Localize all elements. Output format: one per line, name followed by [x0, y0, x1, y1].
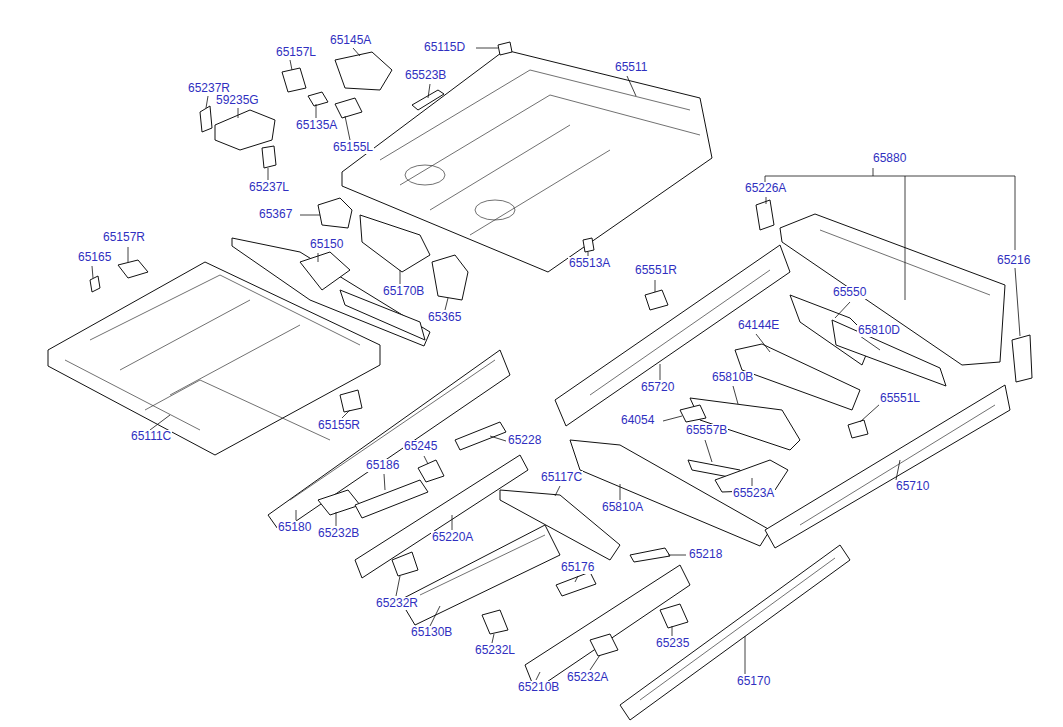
bracket-part	[262, 146, 276, 168]
bracket-part	[318, 490, 360, 515]
bracket-part	[340, 390, 362, 412]
callout-number: 65218	[688, 548, 723, 561]
callout-number: 65232A	[566, 671, 609, 684]
callout-number: 65155R	[317, 419, 361, 432]
callout-number: 65367	[258, 208, 293, 221]
callout-number: 65550	[832, 286, 867, 299]
clip-part	[90, 276, 100, 292]
bracket-part	[590, 634, 618, 656]
callout-number: 65210B	[517, 681, 560, 694]
bracket-part	[392, 552, 418, 576]
bracket-part	[318, 198, 352, 228]
crossmember-part	[300, 252, 350, 290]
callout-number: 65232L	[474, 644, 516, 657]
leader-lines	[92, 48, 1020, 680]
callout-number: 65523A	[732, 487, 775, 500]
callout-number: 65880	[872, 152, 907, 165]
callout-number: 65810A	[601, 501, 644, 514]
side-sill	[620, 545, 850, 720]
callout-number: 65232R	[375, 597, 419, 610]
member-part	[832, 320, 946, 386]
bracket-part	[680, 405, 706, 422]
bracket-part	[118, 260, 148, 278]
callout-number: 65180	[277, 521, 312, 534]
callout-number: 65155L	[332, 141, 374, 154]
side-member	[555, 245, 790, 426]
bracket-part	[432, 255, 468, 300]
callout-number: 65216	[996, 254, 1031, 267]
callout-number: 65170B	[382, 285, 425, 298]
callout-number: 65810B	[711, 371, 754, 384]
bracket-part	[1012, 335, 1032, 382]
bracket-part	[630, 548, 670, 562]
bracket-part	[756, 200, 774, 230]
callout-number: 65237L	[248, 181, 290, 194]
callout-number: 65511	[614, 61, 648, 74]
bracket-part	[335, 52, 392, 90]
callout-number: 65226A	[744, 182, 787, 195]
callout-number: 64144E	[737, 319, 780, 332]
bracket-part	[645, 290, 668, 310]
callout-number: 65111C	[130, 430, 172, 443]
callout-number: 65145A	[329, 34, 372, 47]
callout-number: 65130B	[410, 626, 453, 639]
callout-number: 65115D	[423, 41, 466, 54]
callout-number: 65232B	[317, 527, 360, 540]
floor-panel	[400, 525, 560, 625]
callout-number: 65710	[895, 480, 930, 493]
callout-number: 65720	[640, 381, 675, 394]
member-part	[455, 422, 506, 450]
bracket-part	[482, 610, 508, 634]
callout-number: 65186	[365, 459, 400, 472]
bracket-part	[215, 110, 275, 150]
callout-number: 64054	[620, 414, 655, 427]
callout-number: 65245	[403, 440, 438, 453]
bracket-part	[335, 98, 362, 118]
side-member	[765, 385, 1010, 548]
bracket-part	[282, 68, 306, 92]
callout-number: 65157R	[102, 231, 146, 244]
callout-number: 65235	[655, 637, 690, 650]
bracket-part	[498, 42, 512, 55]
callout-number: 65150	[309, 238, 344, 251]
callout-number: 65810D	[857, 324, 901, 337]
callout-number: 65365	[427, 311, 462, 324]
callout-number: 65551L	[879, 392, 921, 405]
side-member	[525, 565, 690, 690]
clip-part	[583, 238, 594, 252]
callout-number: 65157L	[275, 46, 317, 59]
bracket-part	[418, 460, 444, 482]
callout-number: 65220A	[431, 531, 474, 544]
bracket-part	[848, 420, 868, 438]
member-part	[355, 480, 428, 518]
callout-number: 65117C	[540, 471, 583, 484]
rear-crossmember	[780, 214, 1005, 365]
callout-number: 65228	[507, 434, 542, 447]
reinforcement-part	[412, 90, 444, 110]
rear-floor-panel	[342, 50, 712, 272]
callout-number: 65513A	[568, 257, 611, 270]
callout-number: 65170	[736, 675, 771, 688]
callout-number: 65176	[560, 561, 595, 574]
member-part	[556, 572, 596, 596]
callout-number: 59235G	[215, 94, 260, 107]
callout-number: 65557B	[685, 424, 728, 437]
bracket-part	[200, 106, 212, 132]
callout-number: 65135A	[295, 119, 338, 132]
callout-number: 65165	[77, 251, 112, 264]
callout-number: 65523B	[404, 69, 447, 82]
member-part	[360, 215, 430, 272]
bracket-part	[308, 92, 328, 106]
callout-number: 65551R	[634, 264, 678, 277]
bracket-part	[660, 604, 688, 628]
